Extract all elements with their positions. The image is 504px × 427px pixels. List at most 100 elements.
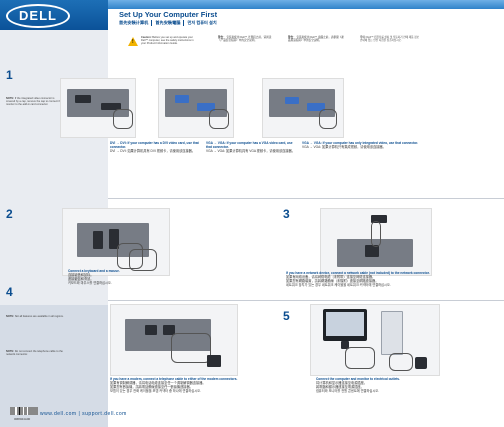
subtitle-divider [151,20,153,26]
step-2-number: 2 [6,207,13,221]
subtitle-zh-cn: 首先安裝计算机 [119,20,149,25]
usb-port [109,229,119,249]
header [0,0,504,16]
step4-text: 如果有调制解调器，请将电话电缆连接至任一个调制解调器连接器。 [110,380,206,385]
part-number: 0M8024A00 [14,417,31,421]
step2-text-tw: 連接鍵盤和滑鼠。 [68,276,94,281]
left-note-1: NOTE: If the integrated video connector … [6,97,64,107]
step4-text-tw: 如果您有數據機，請將電話纜線連接至任一數據機連接器。 [110,384,193,389]
caution-ko-text: Dell™ 컴퓨터를 설치 및 작동하기 전에 제품 정보 안내에 있는 안전 … [360,36,420,43]
barcode [10,407,38,415]
page-title: Set Up Your Computer First [119,10,218,19]
step3-text-ko: 네트워크 장치가 있는 경우 네트워크 케이블을 네트워크 커넥터에 연결하십시… [286,282,391,287]
caution-label: Caution: [141,36,152,39]
caution-icon [128,37,138,46]
section-divider [108,300,504,301]
step2-text: 连接键盘和鼠标。 [68,272,94,277]
step4-text-ko: 모뎀이 있는 경우 전화 케이블을 모뎀 커넥터 중 하나에 연결하십시오. [110,388,201,393]
subtitle-zh-tw: 首先安裝電腦 [155,20,181,25]
dell-logo: DELL [6,4,70,28]
mouse-cable [129,249,157,271]
left-column-strip [0,305,108,427]
vga-plug [307,103,325,111]
step1-integrated-caption: VGA → VGA: If your computer has only int… [302,141,432,150]
step1-dvi-text: DVI → DVI: 如果计算机具有 DVI 视频卡，请使用该连接器。 [110,148,196,153]
header-band [108,0,504,9]
step2-text-ko: 키보드와 마우스를 연결하십시오. [68,280,112,285]
step-4-number: 4 [6,285,13,299]
network-device-icon [371,215,387,223]
step4-note-label: NOTE: [6,350,15,353]
step5-text-tw: 將電腦和顯示器連接至電源插座。 [316,384,364,389]
step1-vga-caption: VGA → VGA: If your computer has a VGA vi… [206,141,298,154]
step3-text-tw: 如果您有網路裝置，請將網路纜線（未隨附）連接至網路連接器。 [286,278,379,283]
vga-connector [175,95,189,103]
step4-caption: If you have a modem, connect a telephone… [110,377,270,394]
network-cable [371,221,381,247]
caution-zh-tw-label: 警告： [288,36,296,39]
wall-jack-icon [207,355,221,367]
caution-zh-cn-text: 安装和使用 Dell™ 计算机之前，请阅读《产品信息指南》中的安全说明。 [218,36,272,43]
step2-illustration [62,208,170,276]
step1-integrated-illustration [262,78,344,138]
integrated-vga-connector [285,97,299,104]
dvi-connector [75,95,91,103]
computer-back-panel [165,89,227,117]
step4-heading: If you have a modem, connect a telephone… [110,377,238,381]
step-1-number: 1 [6,68,13,82]
step5-caption: Connect the computer and monitor to elec… [316,377,466,394]
monitor-screen [326,312,364,336]
vga-plug [197,103,215,111]
caution-en: Caution: Before you set up and operate y… [141,36,199,46]
step1-vga-text: VGA → VGA: 如果计算机具有 VGA 视频卡，请使用该连接器。 [206,148,295,153]
caution-zh-cn: 警告： 安装和使用 Dell™ 计算机之前，请阅读《产品信息指南》中的安全说明。 [218,36,276,42]
step-5-number: 5 [283,309,290,323]
caution-ko-label: 주의: [360,36,366,39]
caution-zh-tw: 警告： 安裝和使用 Dell™ 電腦之前，請參閱《產品資訊指南》中的安全說明。 [288,36,346,42]
dvi-cable [113,109,133,129]
usb-port [93,231,103,249]
network-connector [365,245,379,257]
step3-heading: If you have a network device, connect a … [286,271,430,275]
left-note-1-label: NOTE: [6,97,15,100]
left-note-2-text: Not all features are available in all re… [14,315,64,318]
dvi-plug [101,103,121,110]
step3-text: 如果有网络设备，请将网络电缆（未附带）连接至网络连接器。 [286,274,376,279]
caution-zh-tw-text: 安裝和使用 Dell™ 電腦之前，請參閱《產品資訊指南》中的安全說明。 [288,36,344,43]
vga-cable [209,109,229,129]
step1-vga-heading: VGA → VGA: If your computer has a VGA vi… [206,141,293,149]
modem-connector [145,325,157,335]
vga-cable [319,109,337,129]
caution-zh-cn-label: 警告： [218,36,226,39]
step5-text: 将计算机和显示器连接至电源插座。 [316,380,367,385]
step1-integrated-text: VGA → VGA: 如果计算机只有集成视频，请使用该连接器。 [302,144,386,149]
subtitle-ko: 먼저 컴퓨터 설치 [187,20,217,25]
electrical-outlet-icon [415,357,427,369]
caution-ko: 주의: Dell™ 컴퓨터를 설치 및 작동하기 전에 제품 정보 안내에 있는… [360,36,422,42]
step2-caption: Connect a keyboard and a mouse. 连接键盘和鼠标。… [68,269,208,286]
left-note-2-label: NOTE: [6,315,15,318]
step3-illustration [320,208,432,276]
step4-note: NOTE: Do not connect the telephone cable… [6,350,64,356]
caution-text: Before you set up and operate your Dell™… [141,36,194,46]
step2-heading: Connect a keyboard and a mouse. [68,269,120,273]
step1-vga-illustration [158,78,234,138]
step1-integrated-heading: VGA → VGA: If your computer has only int… [302,141,419,145]
footer-url: www.dell.com | support.dell.com [40,411,127,417]
monitor [323,309,367,341]
computer-tower [381,311,403,355]
step1-dvi-caption: DVI → DVI: If your computer has a DVI vi… [110,141,204,154]
left-note-2: NOTE: Not all features are available in … [6,315,64,318]
telephone-cable [171,333,211,363]
section-divider [108,198,504,199]
step5-heading: Connect the computer and monitor to elec… [316,377,400,381]
computer-power-cable [389,353,413,371]
step1-dvi-illustration [60,78,136,138]
step4-illustration [110,304,238,376]
step5-text-ko: 컴퓨터와 모니터를 전원 콘센트에 연결하십시오. [316,388,380,393]
monitor-power-cable [345,347,375,369]
left-note-1-text: If the integrated video connector is cov… [6,97,63,107]
computer-back-panel [125,319,211,351]
step4-note-text: Do not connect the telephone cable to th… [6,350,63,357]
